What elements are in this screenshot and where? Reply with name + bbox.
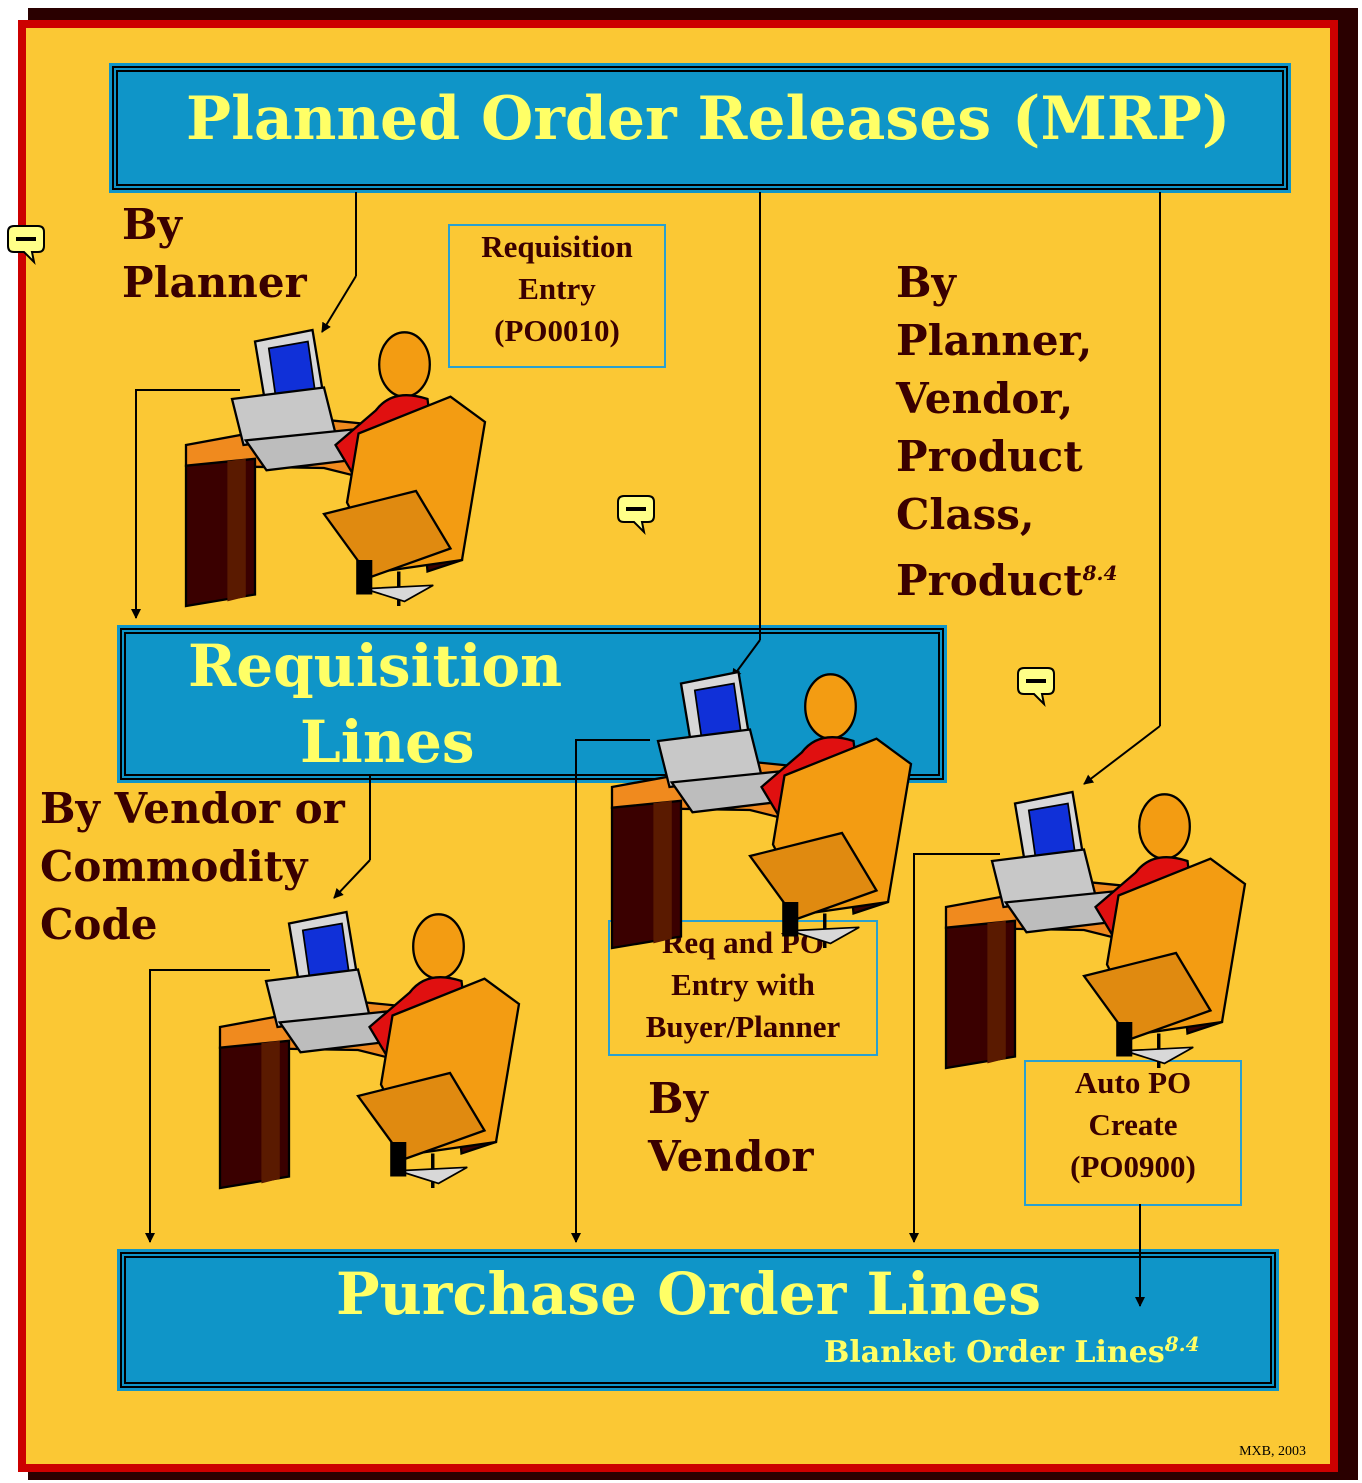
note-icon [617,495,655,533]
by-planner-vendor-product-text: By Planner, Vendor, Product Class, Produ… [896,258,1093,605]
by-vendor-label: By Vendor [648,1074,814,1181]
blanket-order-lines-text: Blanket Order Lines [824,1335,1165,1370]
planned-order-releases-bar [112,66,1288,190]
product-version-superscript: 8.4 [1082,561,1118,585]
person-at-computer-icon [184,328,487,608]
note-icon [1017,667,1055,705]
person-at-computer-icon [610,670,913,950]
note-icon [7,225,45,263]
requisition-entry-box: Requisition Entry (PO0010) [448,224,666,368]
planned-order-releases-title: Planned Order Releases (MRP) [186,84,1231,154]
by-vendor-or-commodity-label: By Vendor or Commodity Code [40,784,345,949]
by-planner-label: By Planner [122,200,307,307]
requisition-lines-title-1: Requisition [188,632,563,700]
blanket-version-superscript: 8.4 [1164,1332,1200,1356]
req-po-entry-box: Req and PO Entry with Buyer/Planner [608,920,878,1056]
blanket-order-lines-label: Blanket Order Lines8.4 [824,1332,1200,1370]
purchase-order-lines-bar [120,1252,1276,1388]
purchase-order-lines-title: Purchase Order Lines [336,1260,1041,1328]
auto-po-create-box: Auto PO Create (PO0900) [1024,1060,1242,1206]
by-planner-vendor-product-label: By Planner, Vendor, Product Class, Produ… [896,196,1117,610]
footer-credit: MXB, 2003 [1239,1444,1306,1459]
requisition-lines-title-2: Lines [300,708,475,776]
person-at-computer-icon [944,790,1247,1070]
person-at-computer-icon [218,910,521,1190]
